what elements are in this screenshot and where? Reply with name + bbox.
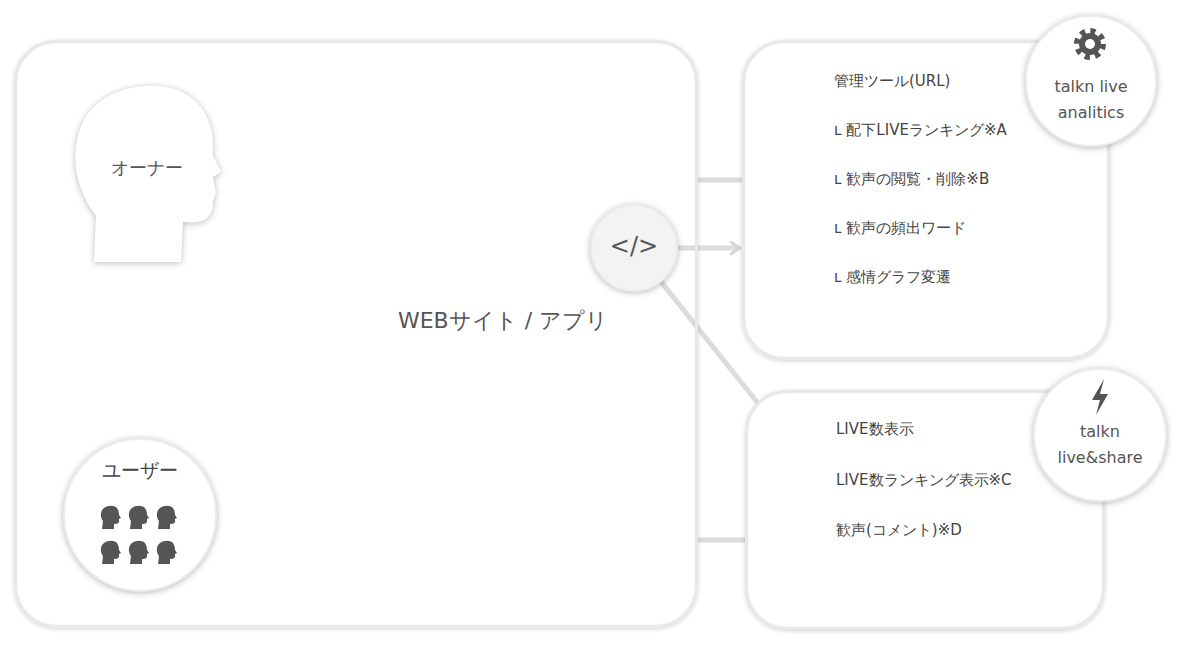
owner-head: オーナー xyxy=(72,84,222,262)
text-slot: </> xyxy=(610,231,658,262)
connector-line xyxy=(698,538,745,543)
list-item: ʟ 配下LIVEランキング※A xyxy=(834,121,1007,141)
text-slot: 管理ツール(URL) xyxy=(834,72,950,92)
code-circle-label: </> xyxy=(610,231,658,262)
container-box-label: WEBサイト / アプリ xyxy=(398,307,608,336)
text-slot: LIVE数ランキング表示※C xyxy=(836,471,1012,491)
list-item: 管理ツール(URL) xyxy=(834,72,950,92)
user-heads xyxy=(101,506,177,564)
owner-head-label: オーナー xyxy=(111,156,183,179)
feature-panel: talkn live analitics管理ツール(URL)ʟ 配下LIVEラン… xyxy=(742,40,1110,360)
connector-line xyxy=(698,178,742,183)
gear-icon xyxy=(1077,31,1103,57)
text-slot: LIVE数表示 xyxy=(836,420,914,440)
list-item: LIVE数表示 xyxy=(836,420,914,440)
list-item: ʟ 感情グラフ変遷 xyxy=(834,268,951,288)
lightning-icon xyxy=(1092,379,1108,415)
text-slot: talkn live&share xyxy=(1050,419,1150,470)
list-item: LIVE数ランキング表示※C xyxy=(836,471,1012,491)
text-slot: talkn live analitics xyxy=(1039,74,1143,125)
connector-line xyxy=(679,246,739,251)
badge-circle-label: talkn live&share xyxy=(1050,419,1150,470)
container-box: オーナーユーザー </> WEBサイト / アプリ xyxy=(14,40,698,628)
user-circle-label: ユーザー xyxy=(102,458,178,483)
text-slot: WEBサイト / アプリ xyxy=(398,307,608,336)
text-slot: ʟ 感情グラフ変遷 xyxy=(834,268,951,288)
text-slot: ʟ 歓声の頻出ワード xyxy=(834,219,966,239)
list-item: ʟ 歓声の閲覧・削除※B xyxy=(834,170,989,190)
feature-panel: talkn live&shareLIVE数表示LIVE数ランキング表示※C歓声(… xyxy=(745,390,1105,630)
text-slot: オーナー xyxy=(111,156,183,179)
text-slot: ʟ 配下LIVEランキング※A xyxy=(834,121,1007,141)
list-item: ʟ 歓声の頻出ワード xyxy=(834,219,966,239)
badge-circle-label: talkn live analitics xyxy=(1039,74,1143,125)
text-slot: ユーザー xyxy=(102,458,178,483)
code-circle: </> xyxy=(587,201,681,295)
text-slot: 歓声(コメント)※D xyxy=(836,521,962,541)
list-item: 歓声(コメント)※D xyxy=(836,521,962,541)
text-slot: ʟ 歓声の閲覧・削除※B xyxy=(834,170,989,190)
